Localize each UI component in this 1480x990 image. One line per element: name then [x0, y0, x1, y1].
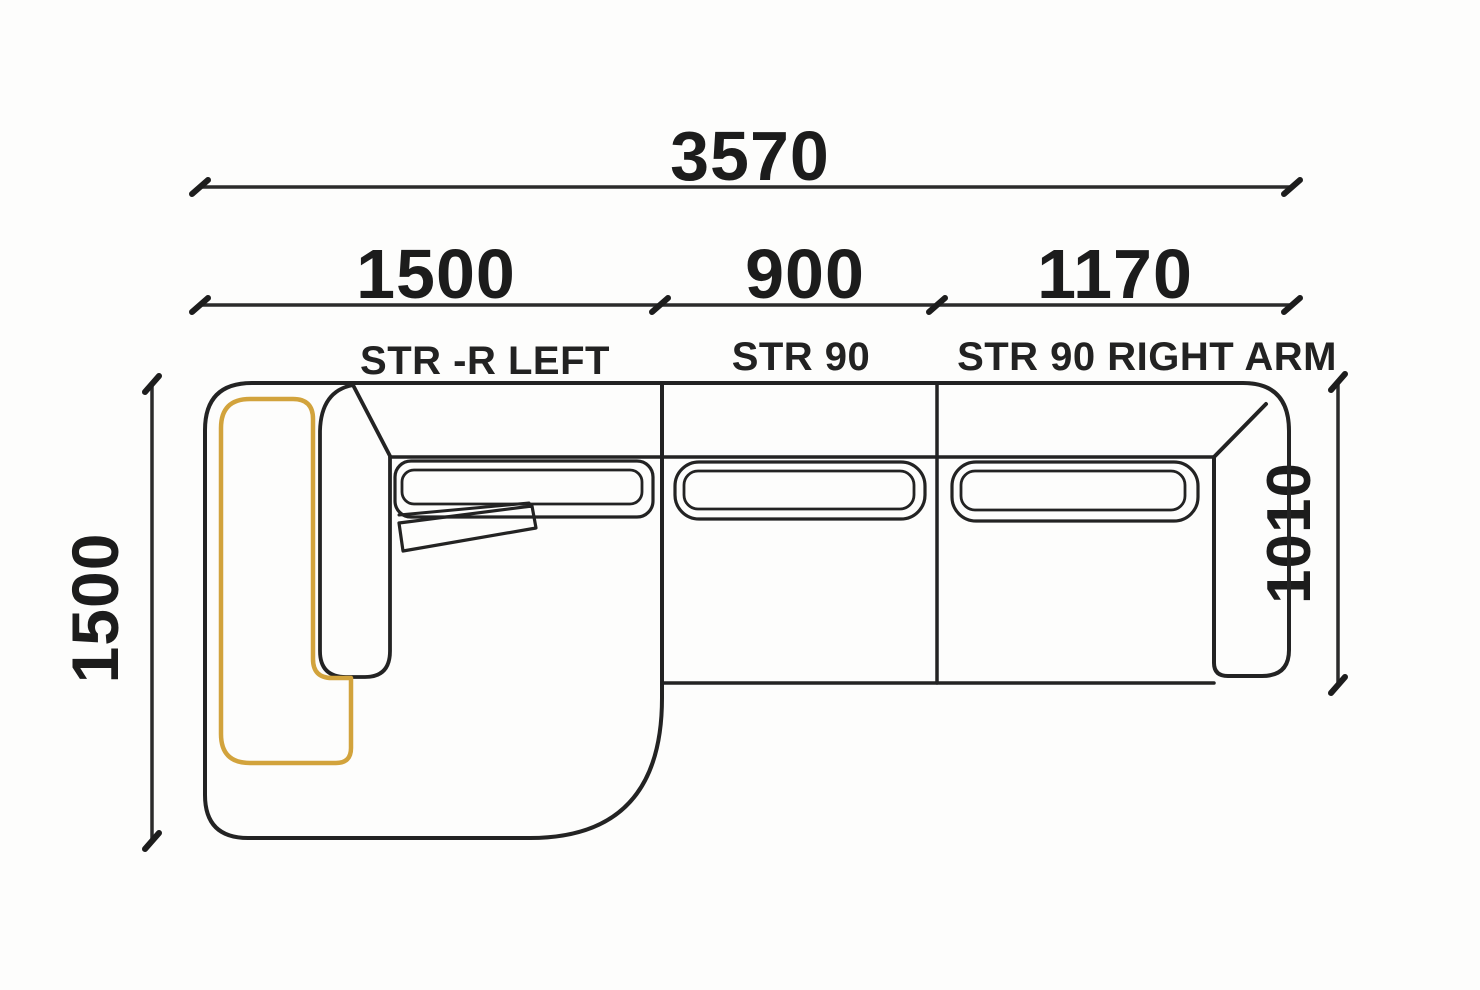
- overall-width-label: 3570: [670, 117, 830, 195]
- back-cushion-2-inner: [682, 469, 916, 511]
- left-armrest-outline: [318, 383, 392, 679]
- back-cushion-2-outer: [673, 460, 927, 521]
- dimension-tick: [649, 295, 671, 315]
- dimension-tick: [142, 373, 162, 395]
- back-cushion-3-outer: [950, 460, 1200, 523]
- dimension-tick: [1328, 674, 1348, 696]
- headrest-flap-outline: [397, 504, 538, 553]
- headrest-flap-hinge-line: [397, 501, 531, 517]
- section-2-label: STR 90: [732, 335, 871, 379]
- back-cushion-1-outer: [393, 459, 655, 519]
- back-cushions: [393, 459, 1200, 523]
- left-depth-dimension: 1500: [58, 373, 162, 852]
- section-3-label: STR 90 RIGHT ARM: [957, 335, 1337, 379]
- segment-1-width-label: 1500: [356, 235, 516, 313]
- adjustable-headrest-flap: [397, 501, 538, 553]
- highlighted-corner-module-outline: [218, 396, 354, 766]
- chaise-section-outline: [203, 381, 664, 840]
- sofa-back-and-right-arm-outline: [250, 381, 1291, 678]
- dimension-tick: [189, 295, 211, 315]
- segment-2-width-label: 900: [745, 235, 865, 313]
- dimension-tick: [1281, 177, 1303, 197]
- segment-3-width-label: 1170: [1037, 235, 1193, 313]
- dimension-tick: [189, 177, 211, 197]
- left-depth-label: 1500: [58, 533, 132, 684]
- back-cushion-3-inner: [959, 469, 1187, 512]
- right-depth-dimension: 1010: [1255, 371, 1348, 696]
- dimension-tick: [142, 830, 162, 852]
- back-cushion-1-inner: [400, 468, 644, 506]
- segment-width-dimension: 1500 900 1170: [189, 235, 1303, 315]
- dimension-tick: [926, 295, 948, 315]
- dimension-tick: [1281, 295, 1303, 315]
- section-1-label: STR -R LEFT: [360, 339, 610, 383]
- overall-width-dimension: 3570: [189, 117, 1303, 197]
- section-labels: STR -R LEFT STR 90 STR 90 RIGHT ARM: [360, 335, 1337, 383]
- dimension-tick: [1328, 371, 1348, 393]
